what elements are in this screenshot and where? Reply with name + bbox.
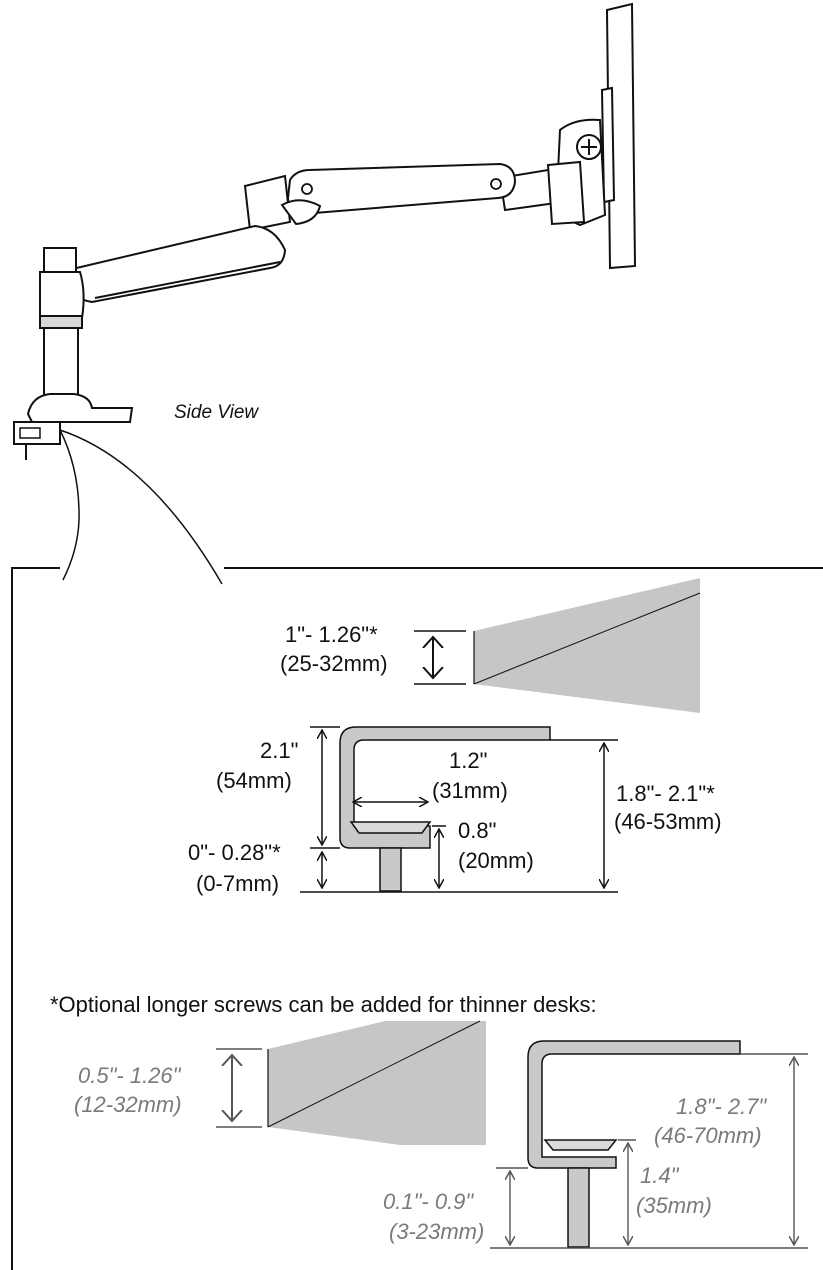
desk-thickness-inches: 1"- 1.26"* <box>285 622 378 647</box>
screw-length-mm: (20mm) <box>458 848 534 873</box>
callout-right <box>59 429 223 585</box>
clamp-height-mm: (54mm) <box>216 768 292 793</box>
long-screw-pad <box>543 1139 618 1151</box>
callout-left <box>59 429 80 581</box>
upper-arm <box>67 224 287 304</box>
desk-thickness-mm: (25-32mm) <box>280 651 388 676</box>
opt-screw-length-mm: (35mm) <box>636 1193 712 1218</box>
clamp-opening-inches: 1.8"- 2.1"* <box>616 781 715 806</box>
opt-desk-thickness-mm: (12-32mm) <box>74 1092 182 1117</box>
opt-clamp-opening-mm: (46-70mm) <box>654 1123 762 1148</box>
screw-length-inches: 0.8" <box>458 818 496 843</box>
screw-travel-mm: (0-7mm) <box>196 871 279 896</box>
long-clamp-screw <box>567 1167 590 1248</box>
desk-section <box>474 578 700 713</box>
clamp-base <box>26 393 134 423</box>
optional-screws-note: *Optional longer screws can be added for… <box>50 992 597 1017</box>
screw-pad <box>349 821 432 834</box>
clamp-height-inches: 2.1" <box>260 738 298 763</box>
opt-desk-thickness-inches: 0.5"- 1.26" <box>78 1063 182 1088</box>
clamp-opening-mm: (46-53mm) <box>614 809 722 834</box>
screw-travel-inches: 0"- 0.28"* <box>188 840 281 865</box>
opt-screw-length-inches: 1.4" <box>640 1163 680 1188</box>
opt-clamp-opening-inches: 1.8"- 2.7" <box>676 1094 767 1119</box>
pole <box>43 327 79 397</box>
clamp-screw <box>379 847 402 892</box>
thin-desk-section <box>268 1021 486 1145</box>
clamp-profile-long <box>527 1040 741 1169</box>
clamp-depth-mm: (31mm) <box>432 778 508 803</box>
forearm <box>286 162 517 216</box>
side-view-label: Side View <box>174 402 259 423</box>
opt-screw-travel-mm: (3-23mm) <box>389 1219 484 1244</box>
detail-frame <box>11 567 823 1270</box>
clamp-depth-inches: 1.2" <box>449 748 487 773</box>
clamp-profile <box>339 726 551 849</box>
opt-screw-travel-inches: 0.1"- 0.9" <box>383 1189 474 1214</box>
monitor-arm-illustration <box>13 2 637 460</box>
